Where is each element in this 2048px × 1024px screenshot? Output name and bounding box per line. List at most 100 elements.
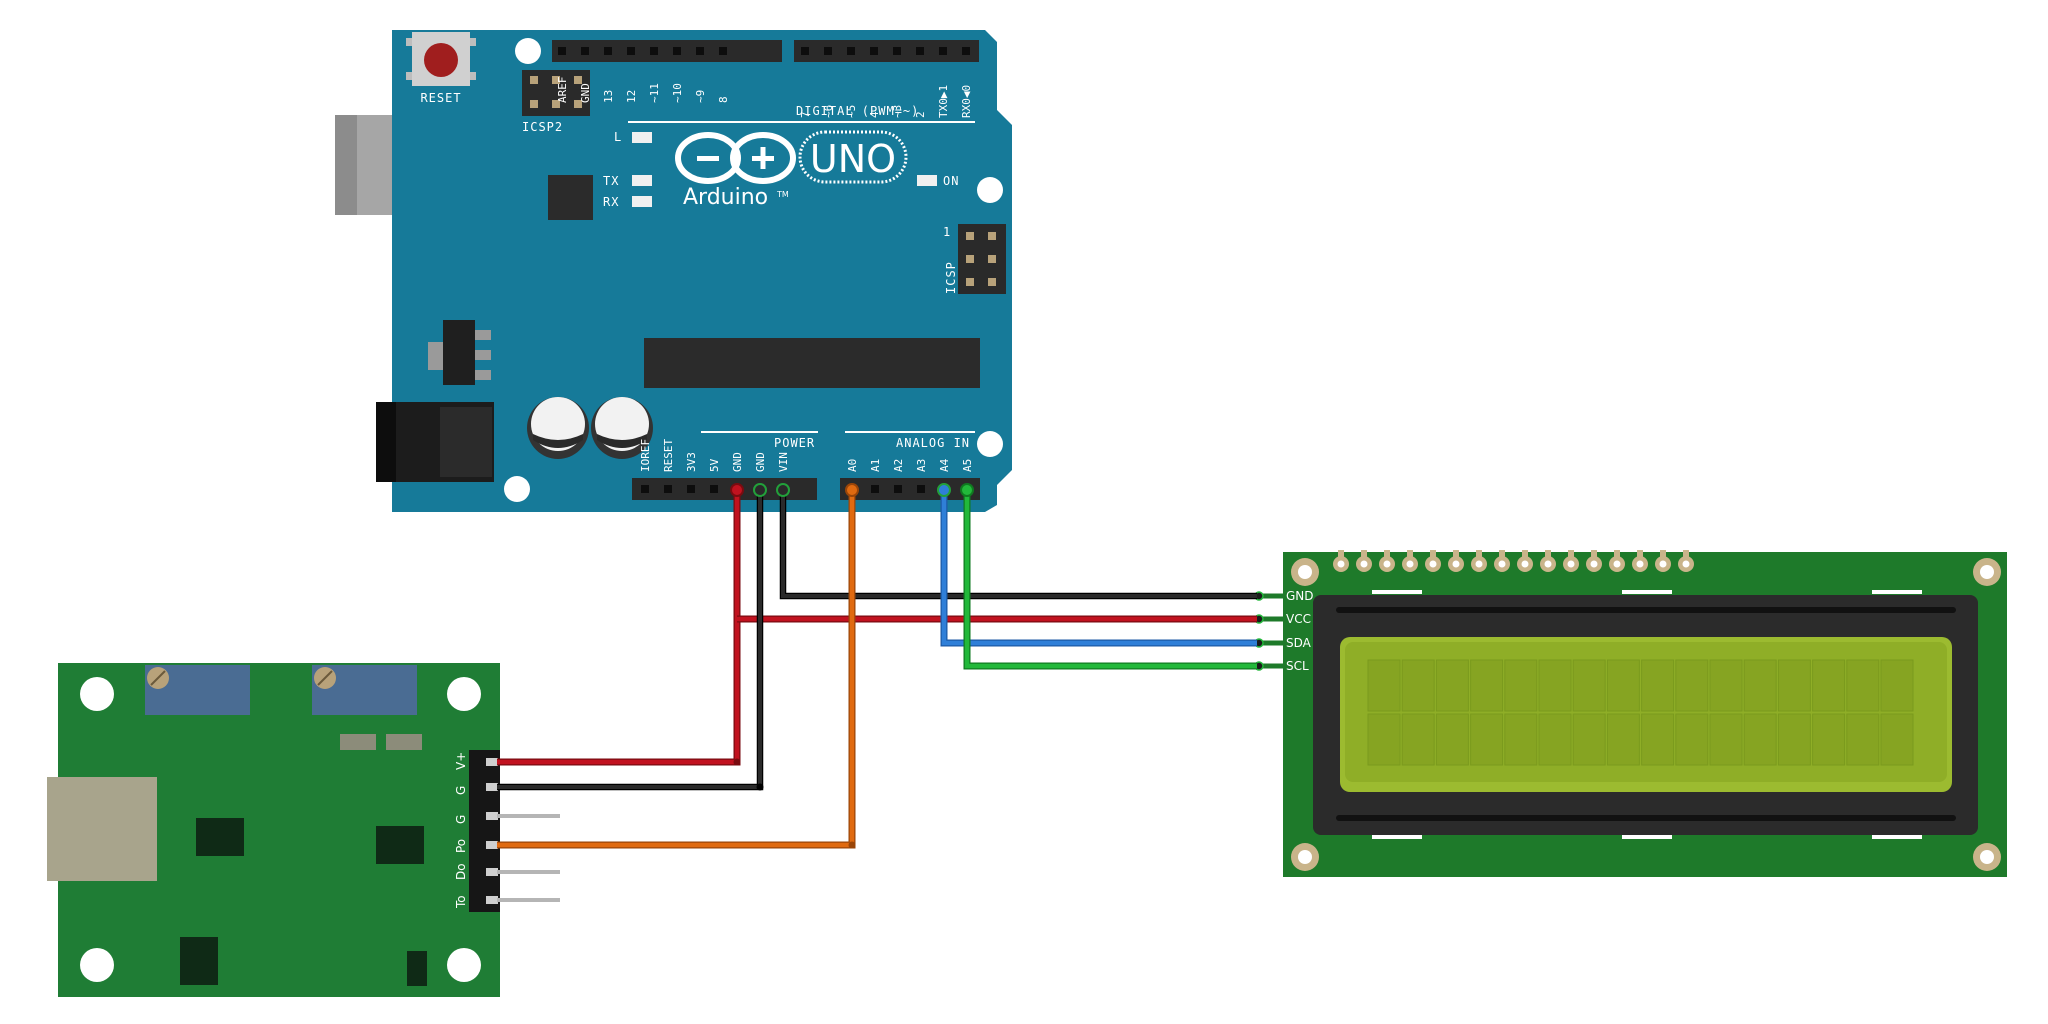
wire-a0 bbox=[497, 490, 856, 849]
pin-socket[interactable] bbox=[917, 485, 925, 493]
sensor-pin-label: Po bbox=[454, 839, 468, 853]
lcd-cell bbox=[1777, 713, 1811, 766]
lcd-character-cells bbox=[1367, 659, 1914, 766]
led-tx-label: TX bbox=[603, 174, 619, 188]
wire-gnd-lcd bbox=[779, 490, 1257, 600]
digital-pin-label: ~11 bbox=[648, 83, 661, 103]
pin-socket[interactable] bbox=[673, 47, 681, 55]
sensor-pins bbox=[486, 758, 560, 904]
pin-socket[interactable] bbox=[710, 485, 718, 493]
mount-hole bbox=[515, 38, 541, 64]
digital-pin-label: ~5 bbox=[845, 105, 858, 118]
pin-socket[interactable] bbox=[847, 47, 855, 55]
power-pin-label: RESET bbox=[662, 439, 675, 472]
lcd-cell bbox=[1675, 659, 1709, 712]
analog-label: ANALOG IN bbox=[896, 436, 970, 450]
digital-pin-label: 4 bbox=[868, 111, 881, 118]
sensor-pin-label: Do bbox=[454, 863, 468, 880]
lcd-cell bbox=[1470, 713, 1504, 766]
sensor-pin[interactable] bbox=[486, 812, 498, 820]
pin-socket[interactable] bbox=[870, 47, 878, 55]
lcd-cell bbox=[1709, 713, 1743, 766]
analog-pin-label: A1 bbox=[869, 459, 882, 472]
pin-socket[interactable] bbox=[696, 47, 704, 55]
atmega-chip bbox=[644, 338, 980, 388]
sensor-pin-label: G bbox=[454, 815, 468, 824]
pin-socket[interactable] bbox=[581, 47, 589, 55]
pin-socket[interactable] bbox=[627, 47, 635, 55]
sensor-pin[interactable] bbox=[486, 896, 498, 904]
digital-pin-sockets bbox=[558, 47, 970, 55]
lcd-cell bbox=[1504, 713, 1538, 766]
arduino-uno-board: RESET ICSP2 L TX RX ON Ardu bbox=[335, 30, 1012, 512]
led-on-label: ON bbox=[943, 174, 959, 188]
potentiometer[interactable] bbox=[145, 665, 250, 715]
pin-socket[interactable] bbox=[871, 485, 879, 493]
lcd-cell bbox=[1572, 713, 1606, 766]
lcd-cell bbox=[1846, 713, 1880, 766]
pin-socket[interactable] bbox=[687, 485, 695, 493]
mount-hole bbox=[977, 431, 1003, 457]
digital-pin-label: ~6 bbox=[822, 105, 835, 118]
pin-socket[interactable] bbox=[558, 47, 566, 55]
mount-hole bbox=[504, 476, 530, 502]
pin-socket[interactable] bbox=[604, 47, 612, 55]
lcd-cell bbox=[1606, 659, 1640, 712]
analog-pin-label: A4 bbox=[938, 458, 951, 472]
pin-socket[interactable] bbox=[893, 47, 901, 55]
digital-label: DIGITAL (PWM=~) bbox=[796, 104, 919, 118]
lcd-pin-label: GND bbox=[1286, 589, 1314, 603]
pin-socket[interactable] bbox=[894, 485, 902, 493]
sensor-pin[interactable] bbox=[486, 783, 498, 791]
pin-socket[interactable] bbox=[916, 47, 924, 55]
reset-button[interactable] bbox=[406, 32, 476, 86]
digital-pin-label: AREF bbox=[556, 77, 569, 104]
potentiometer[interactable] bbox=[312, 665, 417, 715]
led-l-label: L bbox=[614, 130, 622, 144]
icsp-pin1-label: 1 bbox=[943, 225, 951, 239]
sensor-pin[interactable] bbox=[486, 758, 498, 766]
pin-socket[interactable] bbox=[824, 47, 832, 55]
lcd-cell bbox=[1538, 659, 1572, 712]
pin-socket[interactable] bbox=[641, 485, 649, 493]
sensor-pin-label: V+ bbox=[454, 752, 468, 770]
uno-badge bbox=[798, 130, 908, 184]
digital-pin-label: TX0▶1 bbox=[937, 85, 950, 118]
wire-a5-scl bbox=[963, 490, 1257, 670]
power-pin-label: GND bbox=[731, 452, 744, 472]
lcd-cell bbox=[1777, 659, 1811, 712]
lcd-cell bbox=[1812, 713, 1846, 766]
lcd-pin-label: VCC bbox=[1286, 612, 1311, 626]
analog-pin-label: A0 bbox=[846, 459, 859, 472]
led-rx-label: RX bbox=[603, 195, 619, 209]
lcd-cell bbox=[1880, 713, 1914, 766]
lcd-cell bbox=[1572, 659, 1606, 712]
voltage-regulator bbox=[428, 320, 491, 385]
power-pin-label: GND bbox=[754, 452, 767, 472]
lcd-cell bbox=[1367, 713, 1401, 766]
icsp-header bbox=[958, 224, 1006, 294]
capacitor bbox=[527, 397, 589, 459]
capacitor bbox=[591, 397, 653, 459]
lcd-cell bbox=[1846, 659, 1880, 712]
digital-pin-label: 7 bbox=[799, 111, 812, 118]
reset-label: RESET bbox=[420, 91, 461, 105]
pin-socket[interactable] bbox=[939, 47, 947, 55]
pin-socket[interactable] bbox=[719, 47, 727, 55]
digital-pin-label: 13 bbox=[602, 90, 615, 103]
power-pin-label: 5V bbox=[708, 458, 721, 472]
digital-pin-label: ~9 bbox=[694, 90, 707, 103]
digital-pin-label: RX0◀0 bbox=[960, 85, 973, 118]
pin-socket[interactable] bbox=[650, 47, 658, 55]
pin-socket[interactable] bbox=[664, 485, 672, 493]
digital-pin-label: GND bbox=[579, 83, 592, 103]
sensor-pin[interactable] bbox=[486, 868, 498, 876]
pin-socket[interactable] bbox=[962, 47, 970, 55]
pin-socket[interactable] bbox=[801, 47, 809, 55]
sensor-pin[interactable] bbox=[486, 841, 498, 849]
